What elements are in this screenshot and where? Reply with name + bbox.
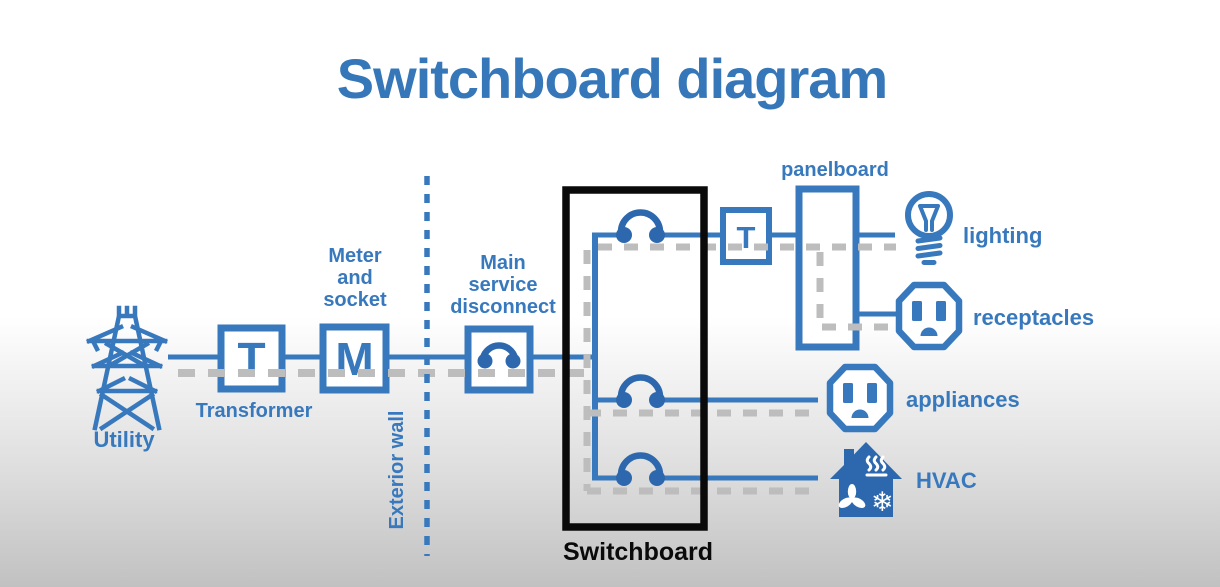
hvac-house-icon: ❄ [830, 442, 902, 517]
panel-transformer-box [720, 207, 772, 265]
disconnect-label-line2: service [469, 274, 538, 296]
appliances-label: appliances [906, 387, 1020, 412]
switchboard-breakers [616, 209, 665, 486]
switchboard-enclosure [562, 186, 708, 531]
circuit-breaker-icon [616, 452, 665, 486]
light-bulb-icon [905, 191, 953, 265]
circuit-breaker-icon [477, 342, 521, 369]
lighting-label: lighting [963, 223, 1042, 248]
transformer-box [217, 324, 286, 393]
disconnect-label-line3: disconnect [450, 296, 556, 318]
outlet-icon [895, 281, 963, 351]
circuit-breaker-icon [616, 374, 665, 408]
panelboard-label: panelboard [781, 159, 889, 181]
meter-label-line2: and [337, 267, 373, 289]
labels: Switchboard diagram Utility Transformer … [93, 47, 1094, 566]
circuit-breaker-icon [616, 209, 665, 243]
heat-waves-glyph [865, 455, 888, 477]
outlet-icon [826, 363, 894, 433]
snowflake-glyph: ❄ [871, 487, 894, 517]
hvac-label: HVAC [916, 468, 977, 493]
meter-symbol: M [335, 333, 373, 385]
panelboard-box [795, 185, 860, 351]
exterior-wall-label: Exterior wall [386, 411, 408, 530]
meter-box [319, 323, 390, 394]
disconnect-label-line1: Main [480, 252, 526, 274]
meter-label-line1: Meter [328, 245, 382, 267]
switchboard-label: Switchboard [563, 538, 713, 566]
transmission-tower-icon [86, 305, 168, 432]
main-service-disconnect-box [464, 325, 534, 394]
receptacles-label: receptacles [973, 305, 1094, 330]
fan-glyph [838, 484, 866, 508]
page-title: Switchboard diagram [337, 47, 887, 110]
transformer-symbol: T [237, 333, 265, 385]
equipment-boxes: T M T [217, 185, 860, 394]
meter-label-line3: socket [323, 289, 387, 311]
transformer-label: Transformer [196, 400, 313, 422]
utility-label: Utility [93, 427, 155, 452]
